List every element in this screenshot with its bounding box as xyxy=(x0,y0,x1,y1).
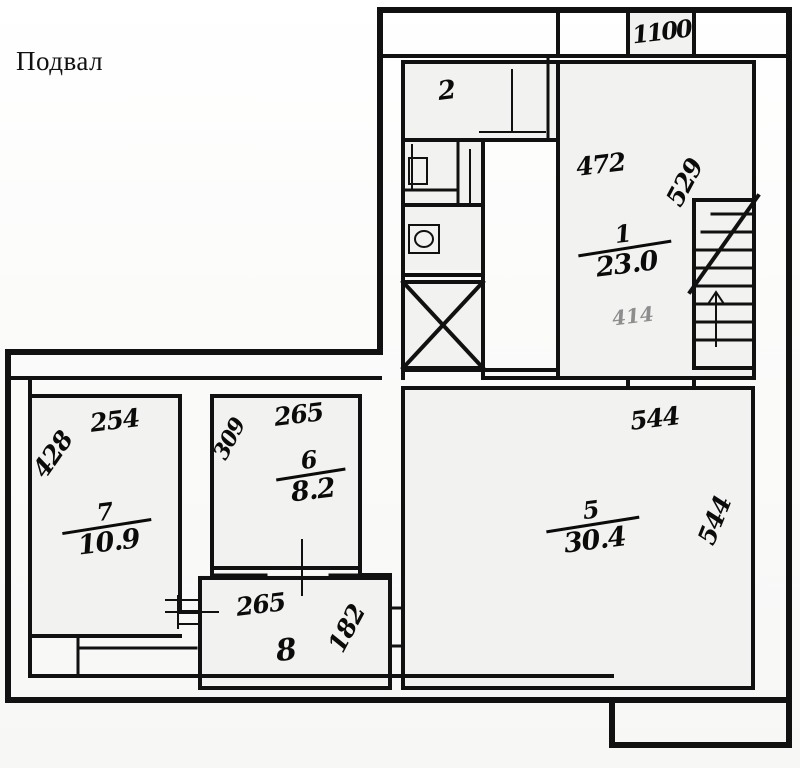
room-7-walls xyxy=(28,394,198,678)
room-7-width-dimension: 254 xyxy=(88,403,141,438)
staircase xyxy=(687,193,761,370)
room-1-label: 1 23.0 xyxy=(575,216,675,284)
room-8-walls xyxy=(165,576,392,690)
room-7-label: 7 10.9 xyxy=(59,495,155,562)
page-title: Подвал xyxy=(16,46,104,76)
room-5-label: 5 30.4 xyxy=(543,492,643,560)
room-1-width-dimension: 472 xyxy=(574,147,627,182)
room-6-width-dimension: 265 xyxy=(272,397,325,432)
annotation-top-corridor-code: 1100 xyxy=(630,13,693,50)
wall-niches xyxy=(388,606,405,648)
ventilation-shaft xyxy=(400,279,486,371)
room-2-number: 2 xyxy=(436,75,458,107)
room-6-label: 6 8.2 xyxy=(273,444,349,508)
room-1-faint-mark: 414 xyxy=(610,301,656,331)
room-5-width-dimension: 544 xyxy=(628,401,681,436)
room-8-number: 8 xyxy=(273,631,299,670)
wall-stubs xyxy=(178,368,696,614)
room-8-width-dimension: 265 xyxy=(234,587,287,622)
entry-corridor xyxy=(378,8,791,58)
